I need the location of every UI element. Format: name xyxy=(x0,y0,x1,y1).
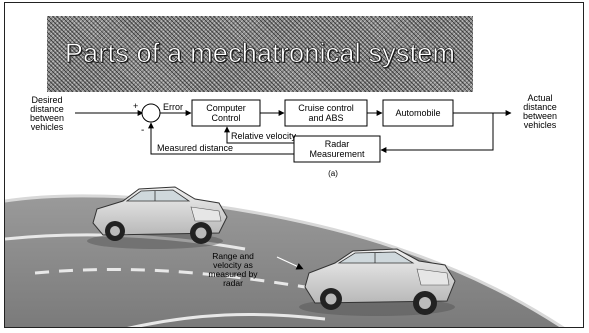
radar-annotation-line: Range and xyxy=(212,251,254,261)
car-rear-icon xyxy=(87,186,228,249)
cruise-control-block xyxy=(284,99,368,127)
radar-range-arrow xyxy=(276,256,304,270)
road-illustration: Range and velocity as measured by radar xyxy=(5,186,565,327)
measured-distance-label: Measured distance xyxy=(157,143,233,153)
road-surface xyxy=(5,195,562,327)
input-label-line: vehicles xyxy=(31,122,64,132)
input-label-line: Desired xyxy=(31,95,62,105)
output-label-line: between xyxy=(523,111,557,121)
summing-junction xyxy=(141,103,161,123)
diagram-caption: (a) xyxy=(328,169,338,178)
computer-control-label: Control xyxy=(211,113,240,123)
radar-block xyxy=(293,135,381,163)
road-edge xyxy=(5,194,565,327)
input-label-line: between xyxy=(30,113,64,123)
slide: Parts of a mechatronical system Desired … xyxy=(4,2,584,328)
cruise-control-label: Cruise control xyxy=(298,103,354,113)
radar-annotation-line: velocity as xyxy=(213,260,253,270)
computer-control-label: Computer xyxy=(206,103,246,113)
cruise-control-label: and ABS xyxy=(308,113,343,123)
slide-title: Parts of a mechatronical system xyxy=(64,38,456,69)
automobile-label: Automobile xyxy=(395,108,440,118)
lane-marking xyxy=(127,312,326,327)
measured-distance-arrow xyxy=(148,122,294,155)
plus-sign: + xyxy=(133,101,138,111)
radar-annotation-line: measured by xyxy=(208,269,258,279)
feedback-to-radar xyxy=(380,113,494,153)
relative-velocity-label: Relative velocity xyxy=(231,131,297,141)
car-front-icon xyxy=(299,248,456,316)
error-label: Error xyxy=(163,102,183,112)
output-label-line: distance xyxy=(523,102,557,112)
title-banner: Parts of a mechatronical system xyxy=(47,16,473,92)
minus-sign: - xyxy=(141,125,144,136)
output-label-line: vehicles xyxy=(524,120,557,130)
radar-label: Measurement xyxy=(309,149,365,159)
relative-velocity-arrow xyxy=(224,126,294,144)
radar-label: Radar xyxy=(325,139,350,149)
block-diagram: Desired distance between vehicles + - Er… xyxy=(5,93,565,327)
input-label-line: distance xyxy=(30,104,64,114)
radar-annotation-line: radar xyxy=(223,278,243,288)
computer-control-block xyxy=(191,99,261,127)
input-label: Desired distance between vehicles xyxy=(30,95,64,132)
lane-marking xyxy=(34,267,306,289)
output-label-line: Actual xyxy=(527,93,552,103)
output-label: Actual distance between vehicles xyxy=(523,93,557,130)
